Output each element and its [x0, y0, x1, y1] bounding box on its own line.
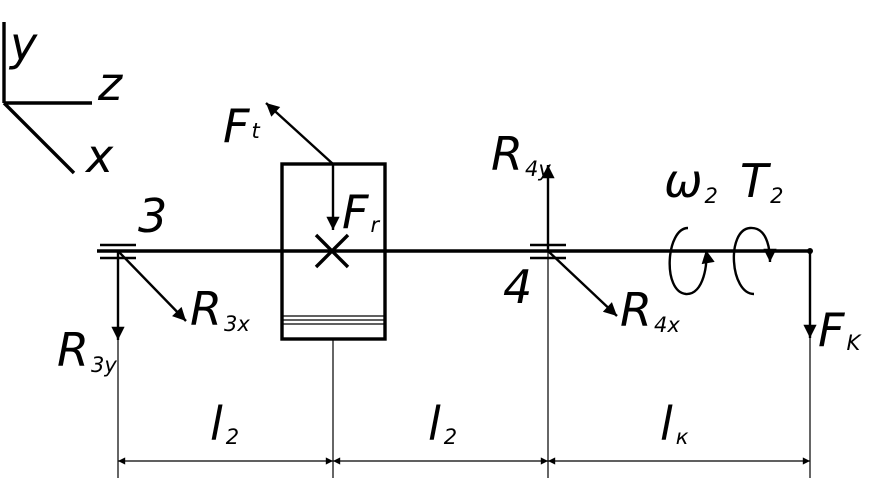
r4x-force-arrow — [547, 250, 618, 317]
fk-label: FK — [818, 303, 862, 357]
torque-arrow — [732, 226, 777, 296]
r4y-label: R4y — [491, 127, 551, 181]
fr-label: Fr — [342, 185, 380, 239]
r3y-label: R3y — [57, 323, 117, 377]
x-axis-line — [2, 101, 76, 175]
omega-rotation-arrow — [668, 226, 715, 296]
coordinate-system: y z x — [2, 17, 123, 183]
r3x-force-arrow — [117, 250, 187, 322]
x-axis-label: x — [84, 129, 114, 183]
omega-label: ω2 — [664, 154, 718, 208]
gear-cross-line — [314, 233, 350, 269]
z-axis-label: z — [97, 57, 123, 111]
r3x-label: R3x — [190, 282, 250, 336]
ft-label: Ft — [223, 99, 260, 153]
r4x-label: R4x — [620, 283, 680, 337]
ft-force-arrow — [265, 102, 334, 165]
torque-label: T2 — [740, 154, 783, 208]
y-axis-label: y — [8, 17, 38, 71]
support-4-label: 4 — [503, 260, 532, 314]
support-3-label: 3 — [138, 189, 167, 243]
